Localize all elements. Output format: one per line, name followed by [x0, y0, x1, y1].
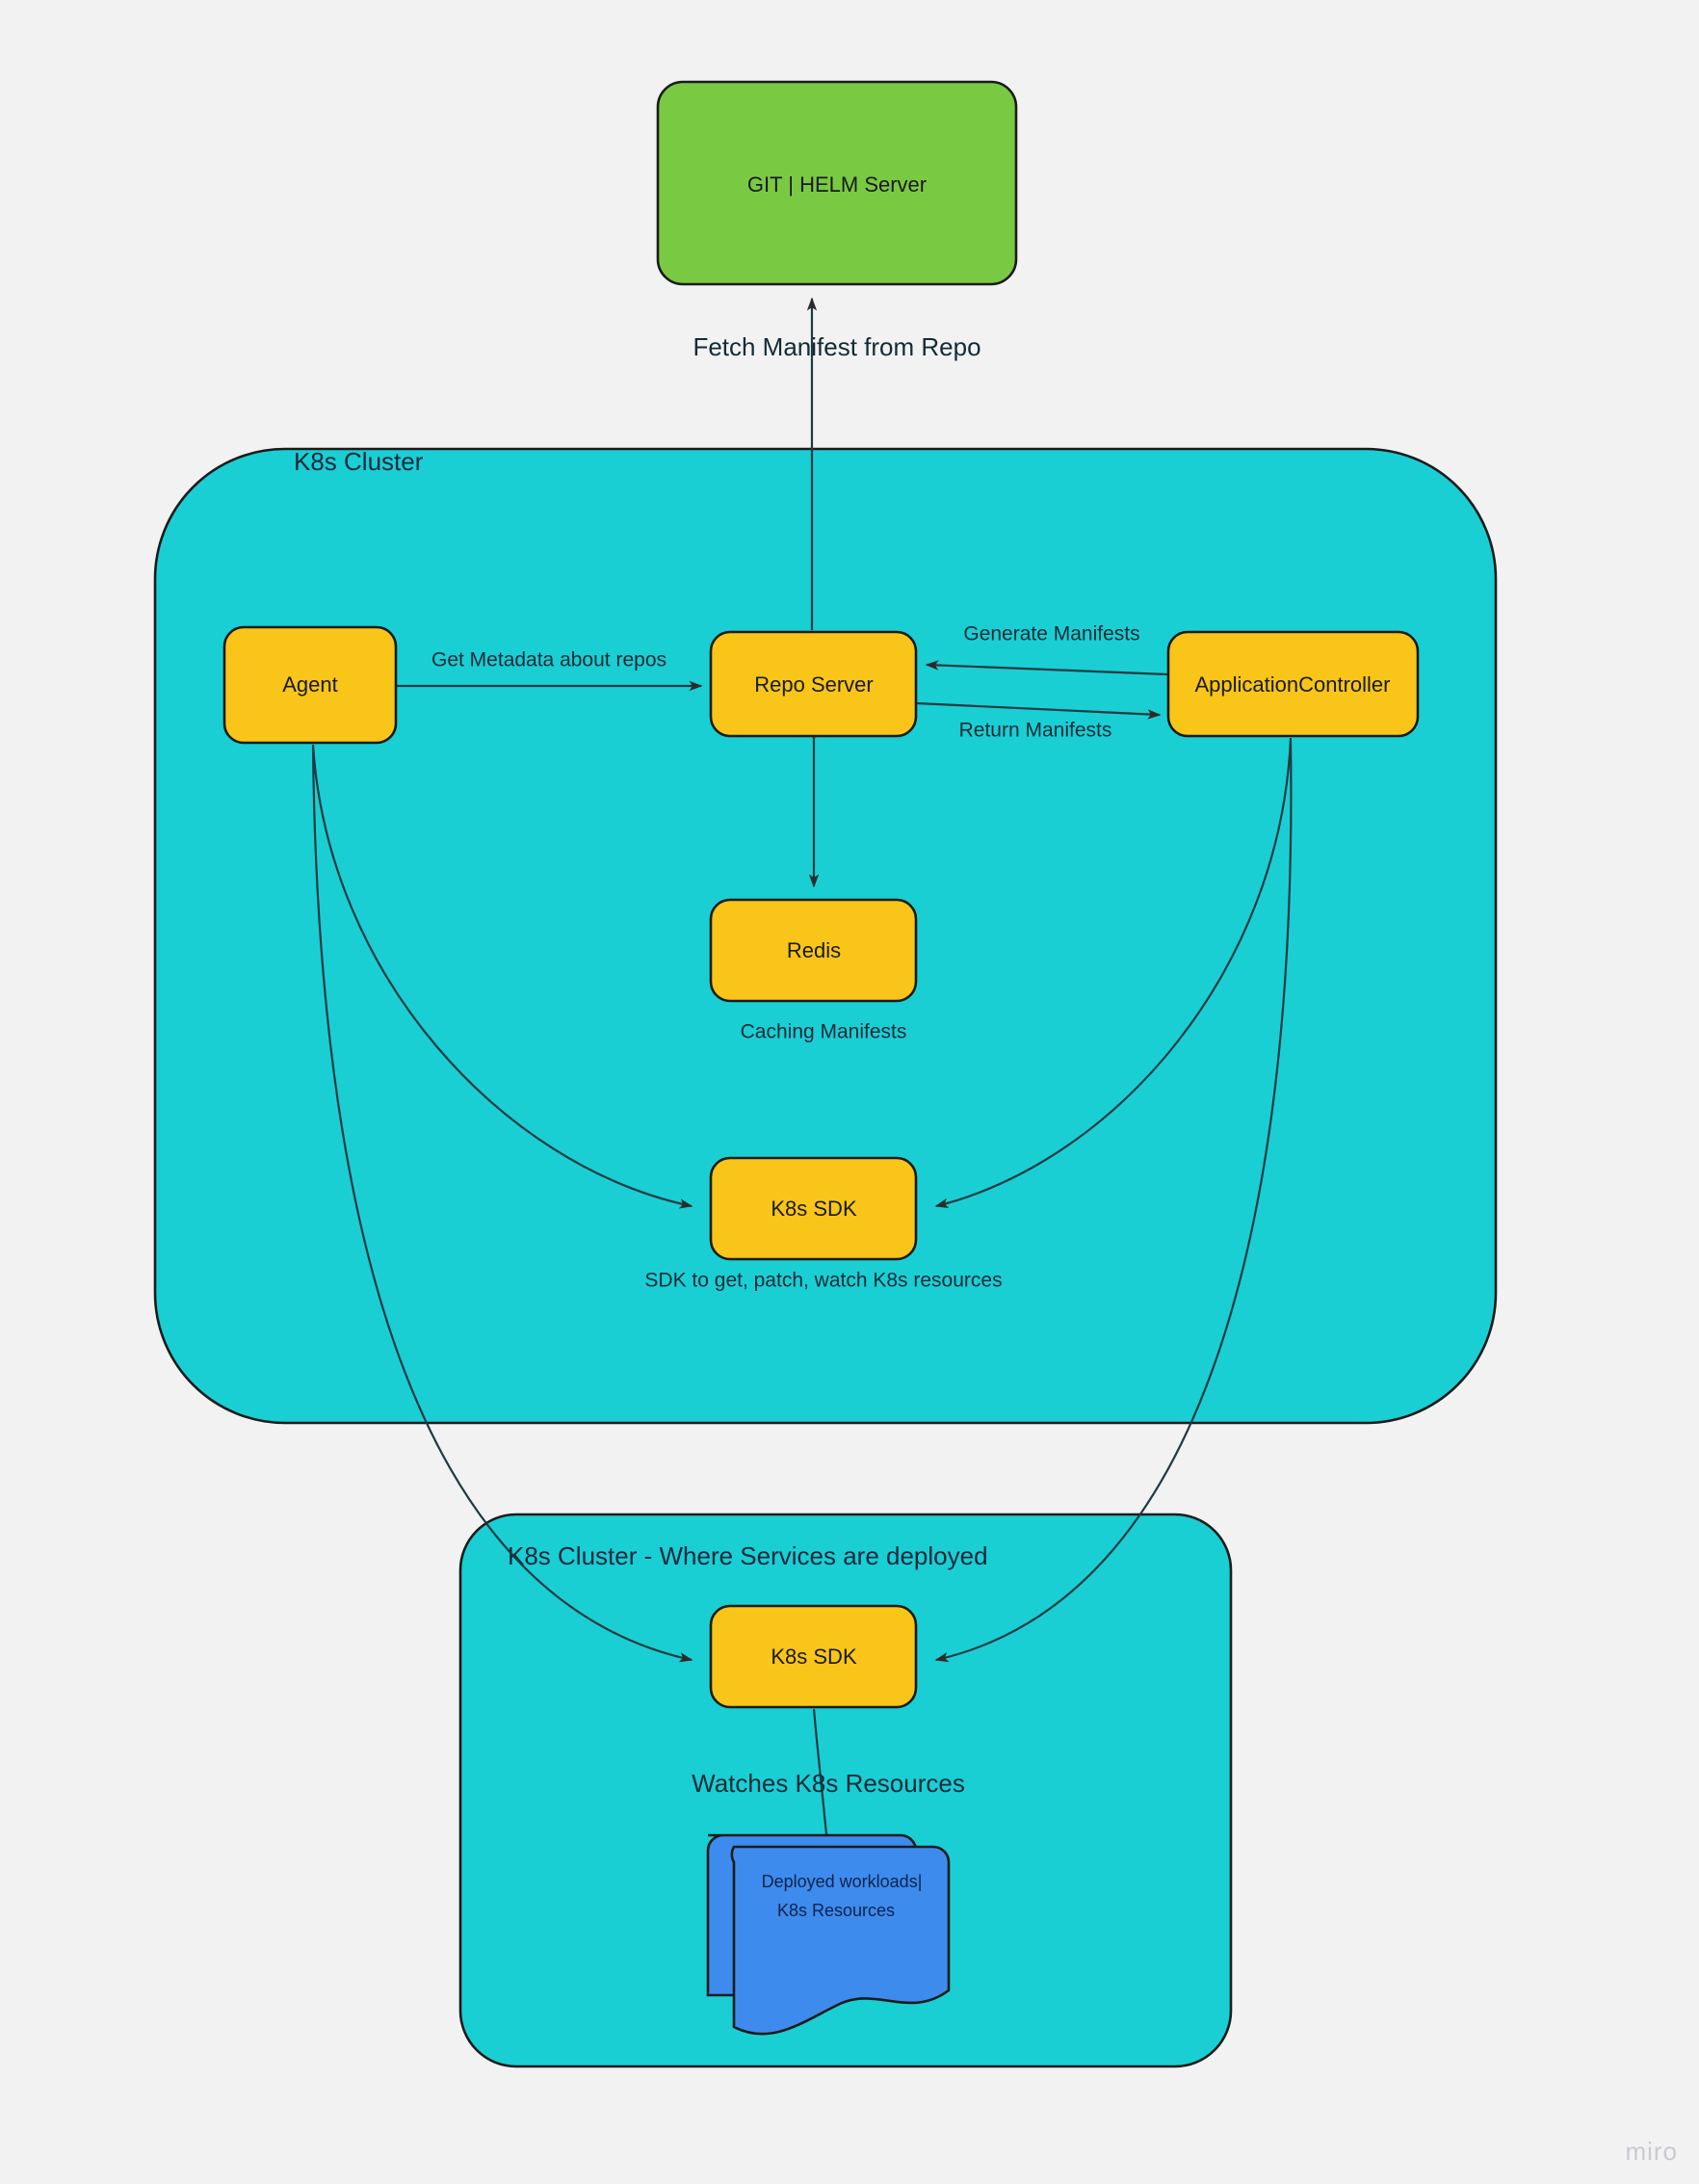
k8s-cluster-upper-title: K8s Cluster	[294, 447, 424, 476]
git-helm-server-box[interactable]	[656, 80, 1018, 286]
edge-agent-to-k8s-sdk-upper	[311, 744, 693, 1209]
redis-label: Redis	[787, 938, 841, 962]
edge-get-metadata-label: Get Metadata about repos	[431, 649, 667, 671]
edge-return-manifests-label: Return Manifests	[959, 720, 1112, 742]
edge-fetch-manifest-label: Fetch Manifest from Repo	[693, 332, 980, 361]
repo-server-box[interactable]	[709, 630, 918, 738]
node-deployed-workloads[interactable]: Deployed workloads| K8s Resources	[706, 1833, 951, 2036]
node-redis[interactable]: Redis	[709, 898, 918, 1003]
k8s-sdk-upper-box[interactable]	[709, 1156, 918, 1261]
redis-box[interactable]	[709, 898, 918, 1003]
edge-appcontroller-to-k8s-sdk-lower	[934, 739, 1293, 1663]
edge-appcontroller-to-k8s-sdk-upper	[934, 737, 1293, 1209]
deployed-workloads-front-sheet[interactable]	[730, 1845, 951, 2036]
k8s-sdk-upper-caption: SDK to get, patch, watch K8s resources	[644, 1270, 1002, 1292]
application-controller-box[interactable]	[1166, 630, 1420, 738]
miro-watermark: miro	[1625, 2137, 1678, 2166]
repo-server-label: Repo Server	[754, 672, 874, 697]
application-controller-label: ApplicationController	[1195, 672, 1391, 697]
k8s-sdk-lower-box[interactable]	[709, 1604, 918, 1709]
deployed-workloads-line2: K8s Resources	[777, 1901, 895, 1920]
edge-watches-k8s-resources-label: Watches K8s Resources	[692, 1769, 965, 1798]
k8s-sdk-upper-label: K8s SDK	[771, 1197, 857, 1221]
node-application-controller[interactable]: ApplicationController	[1166, 630, 1420, 738]
node-agent[interactable]: Agent	[222, 625, 398, 745]
group-k8s-cluster-lower[interactable]: K8s Cluster - Where Services are deploye…	[458, 1513, 1233, 2068]
k8s-cluster-lower-title: K8s Cluster - Where Services are deploye…	[508, 1541, 988, 1570]
redis-caption: Caching Manifests	[741, 1021, 907, 1043]
agent-label: Agent	[282, 672, 338, 697]
node-repo-server[interactable]: Repo Server	[709, 630, 918, 738]
git-helm-server-label: GIT | HELM Server	[747, 172, 927, 197]
node-k8s-sdk-lower[interactable]: K8s SDK	[709, 1604, 918, 1709]
k8s-sdk-lower-label: K8s SDK	[771, 1645, 857, 1669]
node-git-helm-server[interactable]: GIT | HELM Server	[656, 80, 1018, 286]
k8s-cluster-lower-box[interactable]	[458, 1513, 1233, 2068]
edge-generate-manifests-label: Generate Manifests	[963, 623, 1139, 645]
edge-agent-to-k8s-sdk-lower	[311, 746, 693, 1663]
node-k8s-sdk-upper[interactable]: K8s SDK	[709, 1156, 918, 1261]
edge-return-manifests	[916, 701, 1162, 720]
deployed-workloads-line1: Deployed workloads|	[762, 1872, 923, 1891]
edge-generate-manifests	[925, 660, 1168, 676]
agent-box[interactable]	[222, 625, 398, 745]
